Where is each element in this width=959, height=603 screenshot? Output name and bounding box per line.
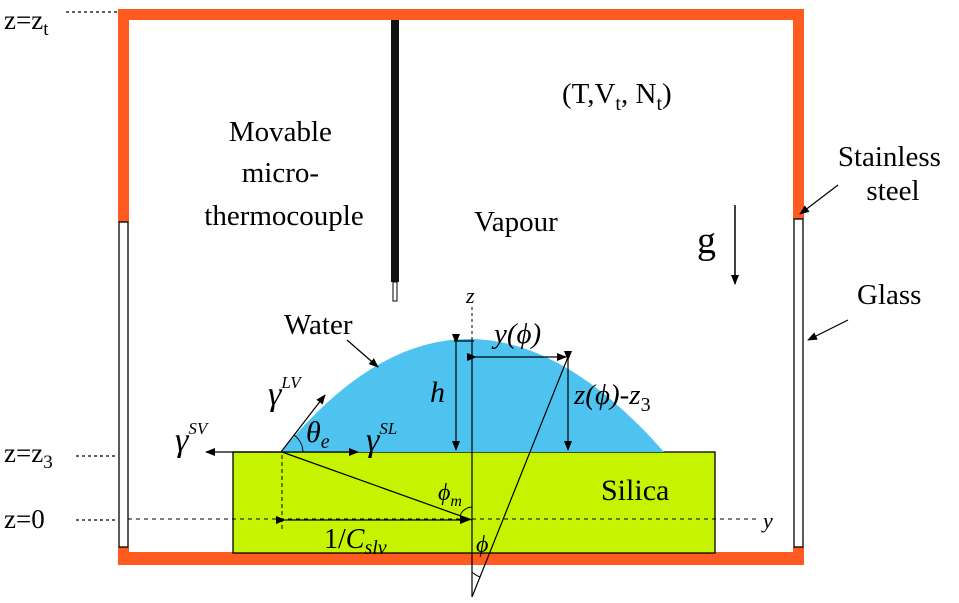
z-axis-label: z	[465, 283, 475, 308]
z-phi-label: z(ϕ)-z3	[573, 379, 651, 416]
h-label: h	[430, 376, 445, 409]
water-label: Water	[284, 309, 353, 341]
theta-e-arc	[293, 434, 304, 453]
glass-label: Glass	[857, 279, 921, 311]
phi-m-label: ϕm	[438, 480, 462, 510]
top-wall	[118, 9, 804, 20]
gamma-sv-label: γSV	[175, 419, 210, 459]
stainless-steel-walls	[118, 9, 804, 565]
stainless-callout-arrow	[799, 184, 839, 215]
glass-window-left	[118, 221, 129, 548]
z-top-label: z=zt	[4, 5, 49, 40]
left-wall-upper	[118, 9, 129, 222]
radius-line-contact	[281, 451, 473, 521]
state-label: (T,Vt, Nt)	[562, 78, 672, 115]
water-callout-arrow	[346, 339, 379, 368]
phi-arc	[471, 571, 481, 578]
bottom-wall	[118, 552, 804, 565]
phi-label: ϕ	[476, 532, 488, 558]
silica-substrate	[232, 451, 716, 554]
thermocouple-tip	[392, 281, 398, 302]
z3-label: z=z3	[4, 438, 53, 473]
thermocouple-probe	[391, 20, 399, 282]
inv-c-label: 1/Cslv	[324, 524, 387, 559]
z0-label: z=0	[4, 504, 45, 534]
gamma-lv-arrow	[280, 394, 326, 453]
stainless-label: Stainless steel	[838, 141, 948, 207]
gravity-label: g	[697, 220, 716, 262]
gamma-sl-label: γSL	[366, 419, 397, 459]
gamma-lv-label: γLV	[268, 373, 303, 413]
y-axis-label: y	[761, 508, 773, 533]
silica-label: Silica	[601, 474, 669, 507]
glass-callout-arrow	[807, 319, 849, 341]
phi-m-arc	[459, 506, 473, 517]
thermocouple-label: Movable micro- thermocouple	[204, 116, 363, 232]
theta-e-label: θe	[306, 416, 330, 453]
right-wall-upper	[793, 9, 804, 219]
glass-window-right	[793, 218, 804, 548]
radius-line-phi	[471, 356, 569, 598]
vapour-label: Vapour	[474, 206, 558, 238]
y-phi-label: y(ϕ)	[491, 318, 541, 350]
